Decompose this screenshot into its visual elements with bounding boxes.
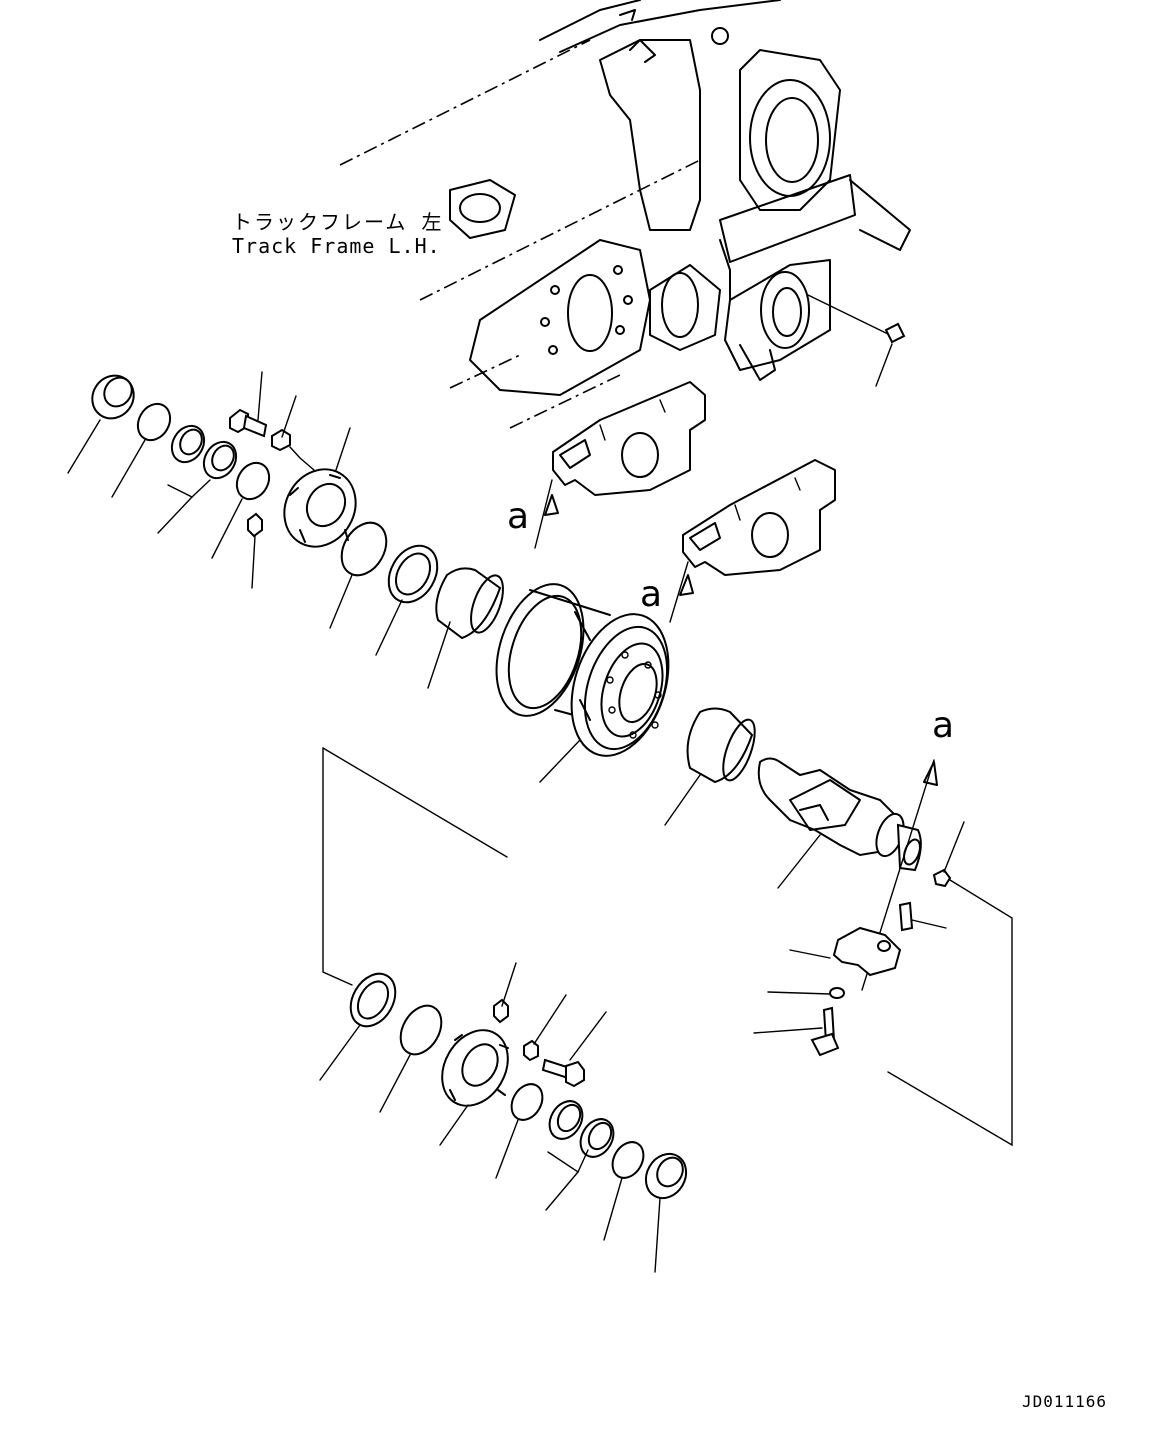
plug-upper xyxy=(247,512,263,589)
thrust-washer-lower xyxy=(319,972,397,1081)
o-ring-upper-1 xyxy=(111,402,172,498)
shaft-holder xyxy=(789,926,902,977)
floating-seal-upper xyxy=(157,424,238,534)
cover-upper xyxy=(283,427,357,548)
o-ring-lower-1 xyxy=(379,1004,443,1113)
washer-lower xyxy=(523,994,567,1062)
floating-seal-cover-lower xyxy=(644,1152,688,1273)
o-ring-upper-3 xyxy=(329,521,388,629)
reference-mark-a-1: a xyxy=(507,496,530,537)
o-ring-lower-3 xyxy=(603,1141,645,1241)
reference-mark-a-2: a xyxy=(640,574,663,615)
roller-shaft xyxy=(757,757,922,889)
floating-seal-cover-upper xyxy=(67,374,135,474)
track-frame-left xyxy=(339,0,911,429)
spring-pin xyxy=(898,901,947,932)
guard-plate-lower xyxy=(669,459,836,623)
cover-lower xyxy=(439,1029,509,1146)
bushing-lower xyxy=(664,707,756,826)
bolt-lower xyxy=(541,1011,607,1088)
floating-seal-lower xyxy=(545,1100,615,1211)
grease-nipple xyxy=(887,821,1013,1147)
washer-upper xyxy=(271,395,315,471)
reference-mark-a-3: a xyxy=(932,705,955,746)
frame-plug xyxy=(807,294,906,387)
bracket-line xyxy=(322,747,508,986)
frame-label-japanese: トラックフレーム 左 xyxy=(232,210,444,234)
washer-holder xyxy=(767,987,845,999)
plug-lower xyxy=(493,962,517,1024)
bolt-upper xyxy=(229,371,268,438)
track-roller xyxy=(495,583,670,783)
bolt-holder xyxy=(753,1006,840,1057)
frame-label-english: Track Frame L.H. xyxy=(232,234,441,258)
o-ring-lower-2 xyxy=(495,1083,544,1179)
bushing-upper xyxy=(427,567,504,689)
drawing-code: JD011166 xyxy=(1022,1392,1108,1411)
guard-plate-upper xyxy=(534,381,706,549)
o-ring-upper-2 xyxy=(211,461,271,559)
thrust-washer-upper xyxy=(375,544,439,656)
